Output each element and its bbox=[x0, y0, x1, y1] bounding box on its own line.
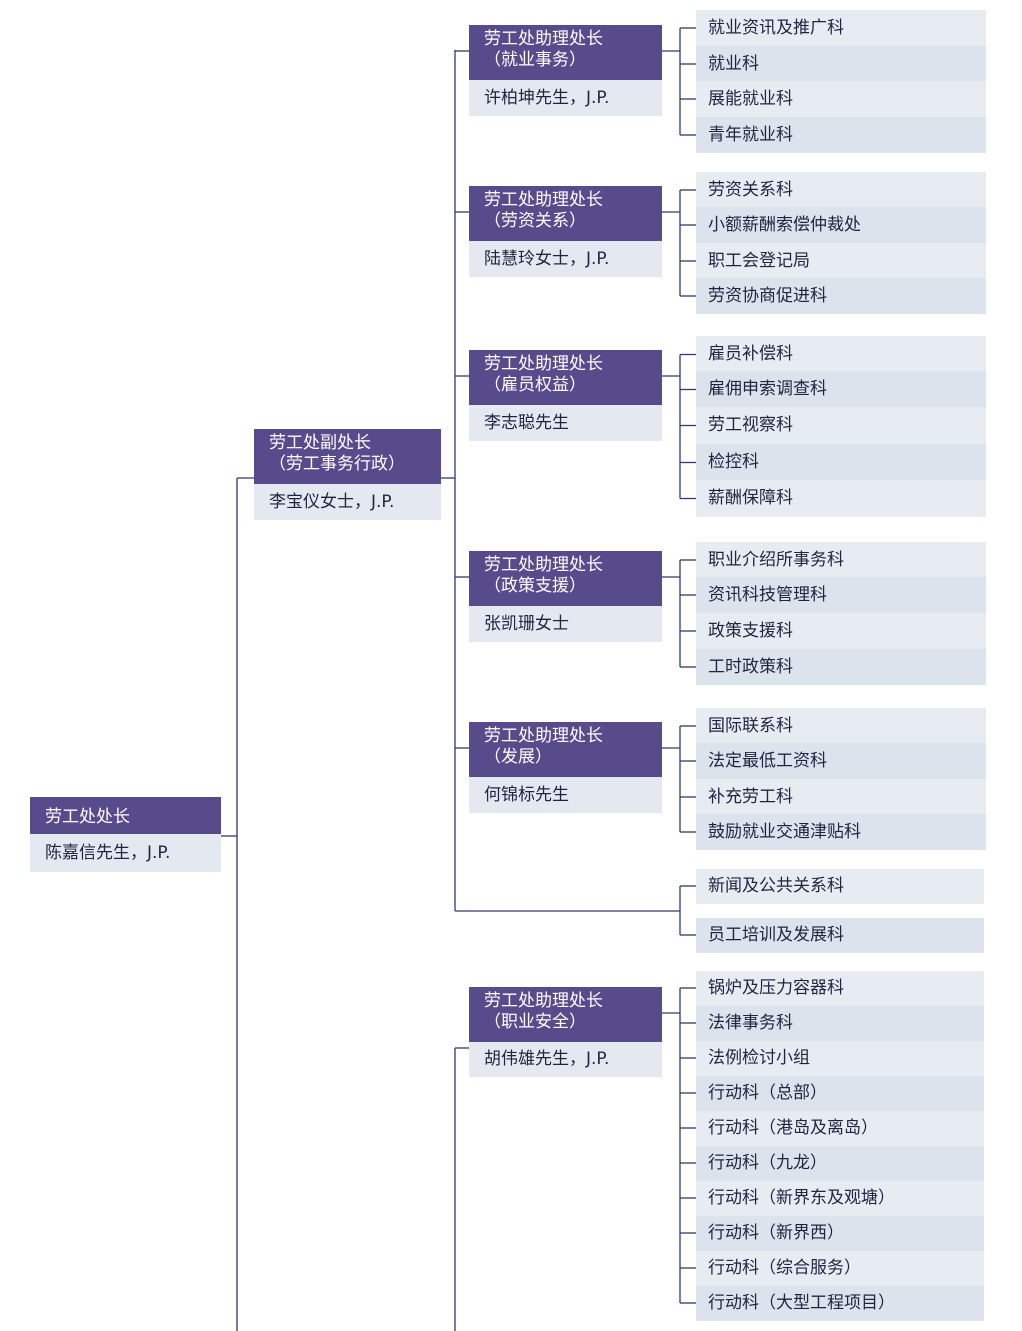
unit-3-2: 雇佣申索调查科 bbox=[696, 371, 986, 408]
unit-3-4: 检控科 bbox=[696, 444, 986, 481]
safety-box-title: 劳工处助理处长（职业安全） bbox=[469, 987, 662, 1042]
safety-unit-4: 行动科（总部） bbox=[696, 1076, 984, 1111]
assistant-box-5-title-line1: 劳工处助理处长 bbox=[484, 726, 603, 746]
unit-5-3: 补充劳工科 bbox=[696, 779, 986, 815]
safety-unit-2: 法律事务科 bbox=[696, 1006, 984, 1041]
assistant-box-4-title: 劳工处助理处长（政策支援） bbox=[469, 551, 662, 606]
deputy-box-title: 劳工处副处长（劳工事务行政） bbox=[254, 429, 441, 484]
assistant-box-4-title-line1: 劳工处助理处长 bbox=[484, 555, 603, 575]
assistant-box-2-title-line1: 劳工处助理处长 bbox=[484, 190, 603, 210]
safety-unit-7: 行动科（新界东及观塘） bbox=[696, 1181, 984, 1216]
direct-unit-2: 员工培训及发展科 bbox=[696, 918, 984, 953]
deputy-box-title-line2: （劳工事务行政） bbox=[269, 454, 405, 474]
assistant-box-1-name: 许柏坤先生，J.P. bbox=[469, 80, 662, 116]
assistant-box-2-title-line2: （劳资关系） bbox=[484, 211, 586, 231]
unit-4-1: 职业介绍所事务科 bbox=[696, 542, 986, 578]
assistant-box-5: 劳工处助理处长（发展）何锦标先生 bbox=[469, 722, 662, 813]
unit-5-4: 鼓励就业交通津贴科 bbox=[696, 814, 986, 850]
unit-2-3: 职工会登记局 bbox=[696, 243, 986, 279]
assistant-box-2: 劳工处助理处长（劳资关系）陆慧玲女士，J.P. bbox=[469, 186, 662, 277]
safety-unit-3: 法例检讨小组 bbox=[696, 1041, 984, 1076]
unit-5-1: 国际联系科 bbox=[696, 708, 986, 744]
assistant-box-1-title: 劳工处助理处长（就业事务） bbox=[469, 25, 662, 80]
unit-2-4: 劳资协商促进科 bbox=[696, 278, 986, 314]
safety-box-title-line2: （职业安全） bbox=[484, 1012, 586, 1032]
unit-4-3: 政策支援科 bbox=[696, 613, 986, 649]
assistant-box-1-title-line1: 劳工处助理处长 bbox=[484, 29, 603, 49]
assistant-box-3-title-line2: （雇员权益） bbox=[484, 375, 586, 395]
unit-2-2: 小额薪酬索偿仲裁处 bbox=[696, 207, 986, 243]
unit-4-4: 工时政策科 bbox=[696, 649, 986, 685]
safety-unit-6: 行动科（九龙） bbox=[696, 1146, 984, 1181]
assistant-box-3-title-line1: 劳工处助理处长 bbox=[484, 354, 603, 374]
deputy-box-name: 李宝仪女士，J.P. bbox=[254, 484, 441, 520]
assistant-box-1-title-line2: （就业事务） bbox=[484, 50, 586, 70]
assistant-box-2-title: 劳工处助理处长（劳资关系） bbox=[469, 186, 662, 241]
deputy-box-title-line1: 劳工处副处长 bbox=[269, 433, 371, 453]
safety-box-title-line1: 劳工处助理处长 bbox=[484, 991, 603, 1011]
unit-2-1: 劳资关系科 bbox=[696, 172, 986, 208]
assistant-box-4-title-line2: （政策支援） bbox=[484, 576, 586, 596]
safety-unit-10: 行动科（大型工程项目） bbox=[696, 1286, 984, 1321]
unit-1-2: 就业科 bbox=[696, 46, 986, 82]
safety-unit-9: 行动科（综合服务） bbox=[696, 1251, 984, 1286]
director-box: 劳工处处长陈嘉信先生，J.P. bbox=[30, 797, 221, 872]
assistant-box-2-name: 陆慧玲女士，J.P. bbox=[469, 241, 662, 277]
director-box-title: 劳工处处长 bbox=[30, 797, 221, 834]
assistant-box-3-name: 李志聪先生 bbox=[469, 405, 662, 441]
unit-1-3: 展能就业科 bbox=[696, 81, 986, 117]
deputy-box: 劳工处副处长（劳工事务行政）李宝仪女士，J.P. bbox=[254, 429, 441, 520]
safety-unit-8: 行动科（新界西） bbox=[696, 1216, 984, 1251]
assistant-box-5-name: 何锦标先生 bbox=[469, 777, 662, 813]
unit-5-2: 法定最低工资科 bbox=[696, 743, 986, 779]
safety-box: 劳工处助理处长（职业安全）胡伟雄先生，J.P. bbox=[469, 987, 662, 1077]
assistant-box-3-title: 劳工处助理处长（雇员权益） bbox=[469, 350, 662, 405]
safety-box-name: 胡伟雄先生，J.P. bbox=[469, 1042, 662, 1077]
assistant-box-4: 劳工处助理处长（政策支援）张凯珊女士 bbox=[469, 551, 662, 642]
assistant-box-1: 劳工处助理处长（就业事务）许柏坤先生，J.P. bbox=[469, 25, 662, 116]
safety-unit-1: 锅炉及压力容器科 bbox=[696, 971, 984, 1006]
assistant-box-5-title-line2: （发展） bbox=[484, 747, 552, 767]
unit-3-3: 劳工视察科 bbox=[696, 407, 986, 444]
safety-unit-5: 行动科（港岛及离岛） bbox=[696, 1111, 984, 1146]
assistant-box-3: 劳工处助理处长（雇员权益）李志聪先生 bbox=[469, 350, 662, 441]
assistant-box-5-title: 劳工处助理处长（发展） bbox=[469, 722, 662, 777]
unit-1-1: 就业资讯及推广科 bbox=[696, 10, 986, 46]
unit-4-2: 资讯科技管理科 bbox=[696, 577, 986, 613]
director-box-name: 陈嘉信先生，J.P. bbox=[30, 834, 221, 872]
unit-3-1: 雇员补偿科 bbox=[696, 336, 986, 373]
assistant-box-4-name: 张凯珊女士 bbox=[469, 606, 662, 642]
director-box-title-text: 劳工处处长 bbox=[45, 807, 130, 827]
direct-unit-1: 新闻及公共关系科 bbox=[696, 869, 984, 904]
unit-1-4: 青年就业科 bbox=[696, 117, 986, 153]
unit-3-5: 薪酬保障科 bbox=[696, 480, 986, 517]
